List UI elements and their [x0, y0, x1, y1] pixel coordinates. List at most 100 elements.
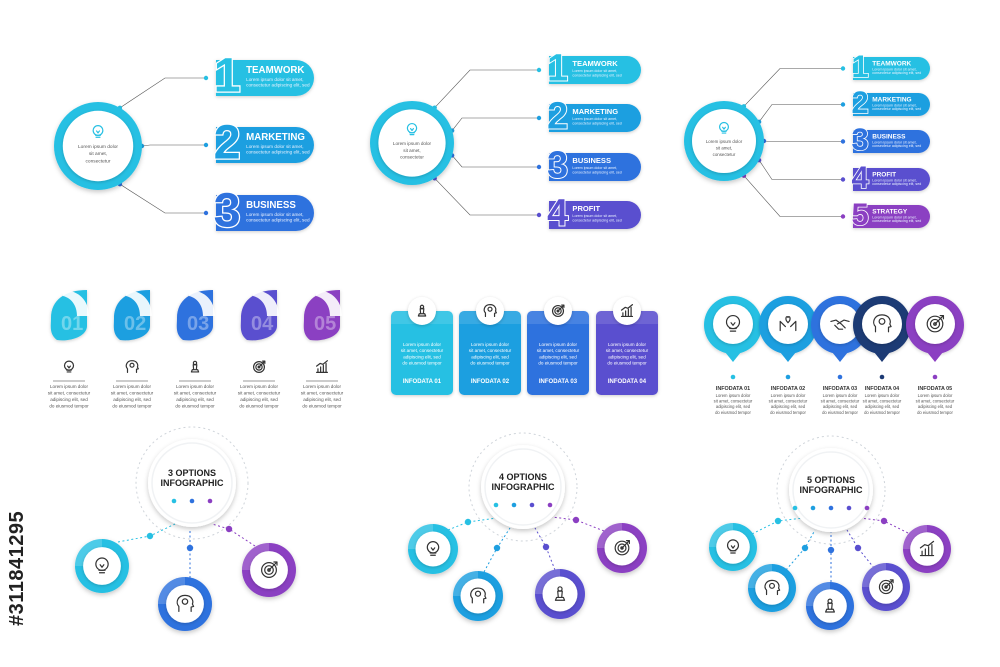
circle-desc: adipiscing elit, sed: [771, 404, 806, 409]
icon-stroke: [417, 308, 427, 317]
hub-desc: Lorem ipsum dolor: [706, 139, 743, 144]
circle-pointer: [725, 352, 741, 362]
icon-disc: [415, 531, 451, 567]
icon-stroke: [63, 360, 75, 371]
circle-pointer: [874, 352, 890, 362]
growth-chart-icon: [316, 360, 328, 373]
leaf-desc: adipiscing elit, sed: [176, 397, 214, 402]
target-icon: [614, 540, 630, 556]
option-ring-highlight: [75, 539, 102, 566]
bulb-icon: [725, 314, 741, 332]
card-title: INFODATA 04: [608, 379, 647, 385]
icon-stroke: [257, 365, 261, 369]
circle-desc: adipiscing elit, sed: [716, 404, 751, 409]
step-title: MARKETING: [246, 132, 305, 143]
target-icon: [261, 561, 278, 578]
connector-dot: [840, 177, 846, 182]
chess-icon: [417, 304, 427, 317]
step-desc: consectetur adipiscing elit, sed: [572, 122, 621, 126]
icon-stroke: [487, 306, 493, 312]
disc-face: [820, 304, 860, 344]
circle-desc: adipiscing elit, sed: [823, 404, 858, 409]
hub-title: INFOGRAPHIC: [800, 485, 864, 495]
hub-option-dot: [792, 505, 798, 511]
leaf-desc: sit amet, consectetur: [48, 391, 91, 396]
icon-stroke: [764, 579, 781, 596]
hub-face: [62, 110, 134, 182]
icon-stroke: [474, 590, 482, 597]
step-number: 4: [547, 193, 568, 235]
option-joint-dot: [880, 517, 888, 525]
option-ring-highlight: [903, 525, 927, 549]
card-desc: do eiusmod tempor: [402, 361, 442, 366]
step-desc: Lorem ipsum dolor sit amet,: [572, 166, 617, 170]
tab-body: [549, 56, 641, 84]
hub-option-dot: [864, 505, 870, 511]
icon-stroke: [556, 309, 560, 313]
hub-desc: Lorem ipsum dolor: [78, 144, 118, 150]
card-desc: adipiscing elit, sed: [539, 354, 577, 359]
leaf-desc: adipiscing elit, sed: [240, 397, 278, 402]
option-joint-dot: [572, 516, 580, 524]
leaf-number: 05: [314, 313, 336, 335]
hub-inner-ring: [484, 448, 562, 526]
disc-face: [83, 547, 121, 585]
hub-title: 5 OPTIONS: [807, 475, 855, 485]
option-node-2: [158, 577, 212, 631]
step-title: PROFIT: [872, 171, 896, 178]
circle-desc: Lorem ipsum dolor: [865, 393, 900, 398]
step-desc: Lorem ipsum dolor sit amet,: [246, 212, 303, 217]
hub-dotted-ring: [776, 435, 886, 545]
option-ring-highlight: [535, 569, 560, 594]
option-node-1: [709, 523, 757, 571]
circle-desc: Lorem ipsum dolor: [918, 393, 953, 398]
option-connector: [551, 516, 605, 532]
icon-stroke: [878, 579, 894, 595]
hub-face: [481, 445, 565, 529]
step-desc: Lorem ipsum dolor sit amet,: [246, 77, 303, 82]
hub-face: [789, 448, 873, 532]
leaf-number: 04: [251, 313, 274, 335]
disc-face: [768, 304, 808, 344]
icon-stroke: [483, 304, 497, 318]
option-node-3: [242, 543, 296, 597]
leaf-desc: Lorem ipsum dolor: [113, 384, 152, 389]
icon-disc: [869, 570, 903, 604]
icon-disc: [250, 551, 288, 589]
option-node-2: [748, 564, 796, 612]
connector-dot: [840, 139, 846, 144]
connector-line: [451, 155, 539, 168]
step-number: 2: [214, 116, 241, 170]
handshake-icon: [830, 319, 850, 330]
circle-desc: sit amet, consectetur: [714, 399, 753, 404]
connector-line: [743, 68, 843, 107]
icon-stroke: [99, 564, 105, 568]
hub-dotted-ring: [135, 426, 249, 540]
icon-disc: [755, 571, 789, 605]
icon-stroke: [933, 322, 937, 326]
icon-stroke: [934, 314, 945, 325]
circle-dot: [730, 374, 736, 380]
target-icon: [551, 304, 565, 318]
icon-stroke: [557, 304, 565, 312]
head-gear-icon: [176, 594, 195, 612]
disc-face: [408, 297, 436, 325]
bulb-icon: [406, 122, 418, 136]
option-joint-dot: [225, 525, 233, 533]
icon-stroke: [317, 362, 327, 373]
circle-pointer: [832, 352, 848, 362]
target-icon: [878, 579, 894, 595]
bulb-icon: [726, 539, 740, 554]
step-title: BUSINESS: [246, 200, 296, 211]
icon-disc: [604, 530, 640, 566]
